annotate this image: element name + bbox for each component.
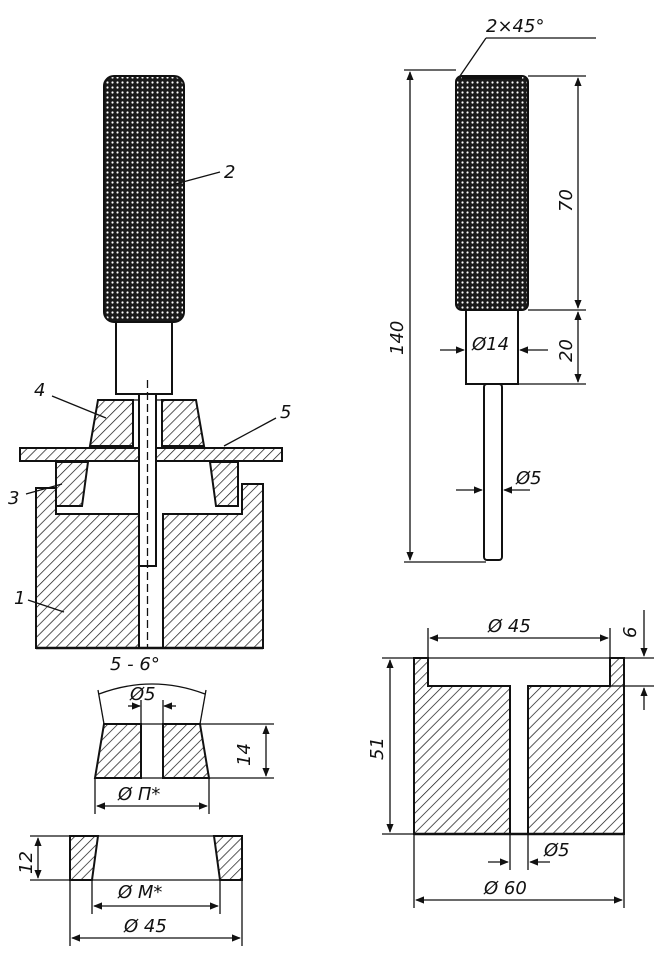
assembly-cone-left [88,399,134,447]
ring-detail-view: 12 Ø М* Ø 45 [16,835,243,946]
dim-cone-base: Ø П* [117,784,160,805]
dim-base-height: 51 [367,737,388,760]
handle-knurled-section [455,75,529,311]
dim-collar-diameter: Ø14 [471,334,509,355]
dim-total-length: 140 [387,321,408,355]
dim-handle-length: 70 [556,189,577,212]
dim-ring-outer: Ø 45 [123,916,167,937]
dim-rod-diameter: Ø5 [515,468,542,489]
part-label-2: 2 [224,162,235,183]
assembly-cone-right [161,399,206,447]
part-label-1: 1 [14,588,25,609]
dim-ring-height: 12 [16,851,37,874]
part-label-5: 5 [280,402,291,423]
dim-base-outer: Ø 60 [483,878,527,899]
dim-cone-taper: 5 - 6° [110,654,160,675]
dim-base-recess-depth: 6 [620,627,641,638]
part-label-4: 4 [34,380,45,401]
assembly-base-body-left [35,487,140,649]
base-detail-view: Ø 45 6 51 Ø5 Ø 60 [367,610,654,908]
assembly-view: 2 4 5 3 1 [8,75,291,650]
dim-chamfer: 2×45° [486,16,544,37]
assembly-base-body-right [162,483,264,649]
dim-base-hole: Ø5 [543,840,570,861]
dim-cone-hole: Ø5 [129,684,156,705]
assembly-handle-knurled [103,75,185,323]
handle-collar [465,309,519,385]
handle-detail-view: 2×45° 140 70 20 Ø14 Ø5 [387,16,596,563]
dim-collar-length: 20 [556,339,577,362]
assembly-collar [115,321,173,395]
assembly-ring-right [208,461,239,507]
dim-ring-inner: Ø М* [117,882,162,903]
part-label-3: 3 [8,488,19,509]
cone-detail-view: 5 - 6° Ø5 14 Ø П* [93,654,274,814]
handle-rod [483,383,503,561]
dim-base-recess-dia: Ø 45 [487,616,531,637]
dim-cone-height: 14 [234,743,255,766]
